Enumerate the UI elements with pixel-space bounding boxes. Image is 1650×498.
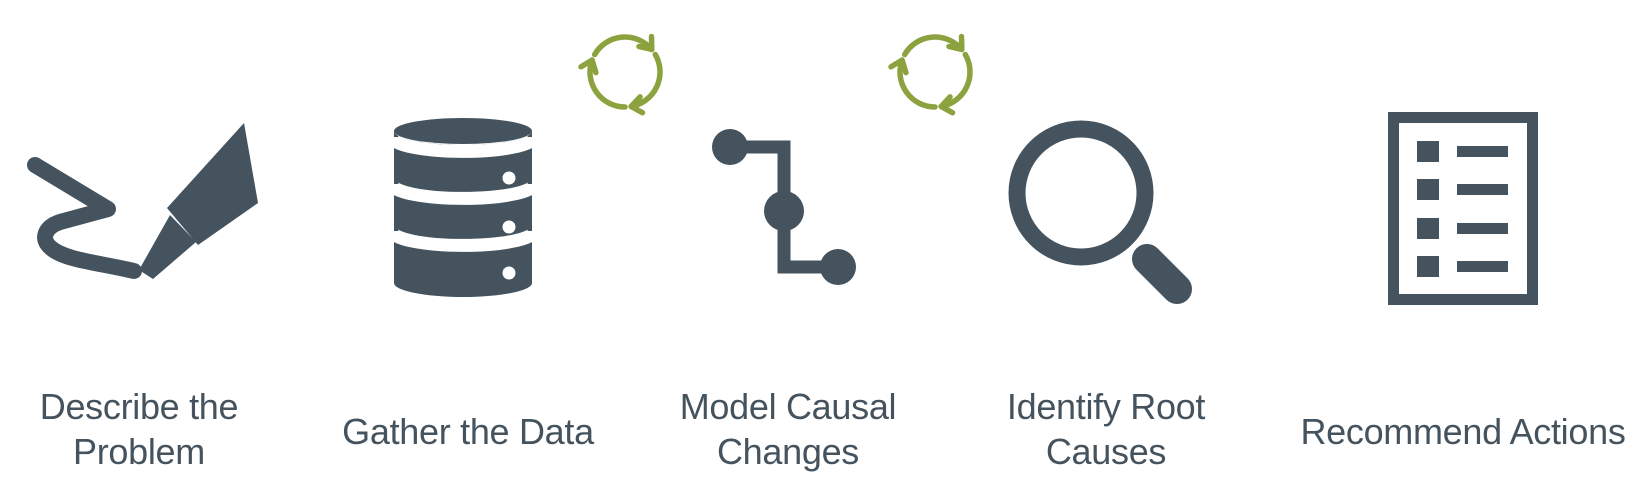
- database-icon: [393, 116, 533, 298]
- step-label-gather-the-data: Gather the Data: [342, 411, 594, 452]
- document-checklist-icon: [1388, 112, 1538, 305]
- causal-chain-icon: [712, 127, 857, 297]
- cycle-arrows-icon: [578, 20, 672, 120]
- step-label-model-causal-changes: Model Causal Changes: [679, 386, 897, 472]
- pen-writing-icon: [20, 123, 258, 293]
- step-label-identify-root-causes: Identify Root Causes: [1006, 386, 1206, 472]
- cycle-arrows-icon: [888, 20, 982, 120]
- step-label-describe-the-problem: Describe the Problem: [39, 386, 239, 472]
- magnifying-glass-icon: [1007, 115, 1197, 307]
- step-label-recommend-actions: Recommend Actions: [1300, 411, 1626, 452]
